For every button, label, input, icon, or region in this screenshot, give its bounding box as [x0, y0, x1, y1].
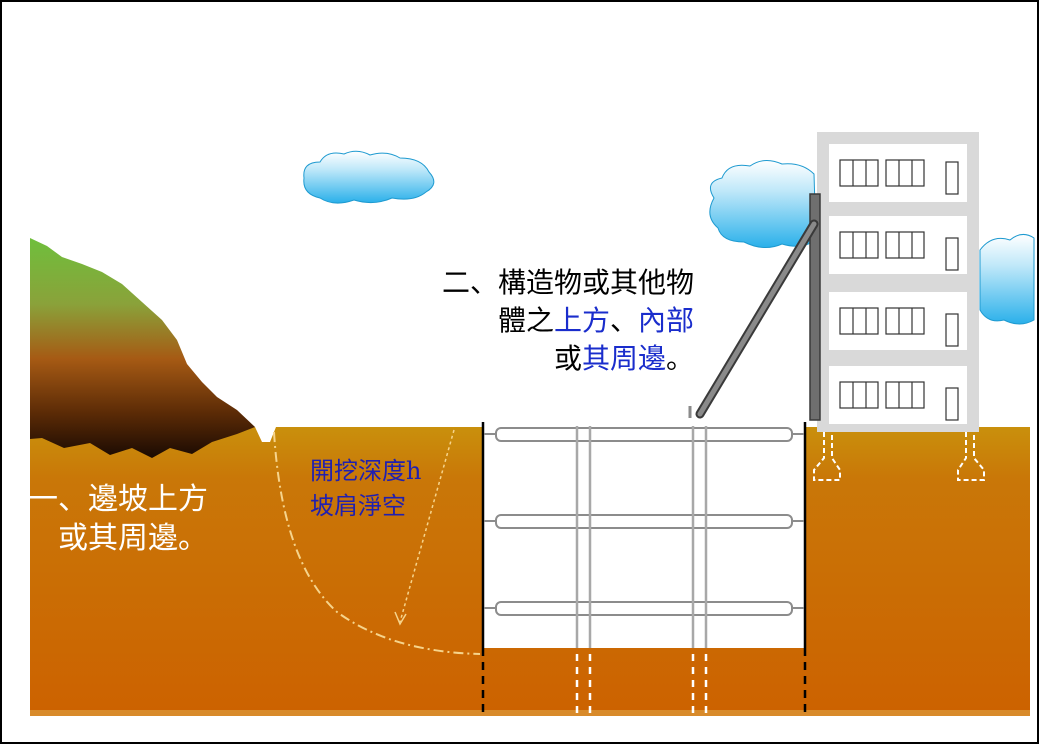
support-wall	[809, 193, 821, 421]
king-post-piles	[575, 654, 708, 714]
structure-label-line2: 體之上方、內部	[442, 302, 694, 340]
building-windows	[839, 159, 959, 421]
building-footings	[813, 432, 985, 481]
depth-label-line1: 開挖深度h	[310, 457, 422, 485]
structure-label-line1: 二、構造物或其他物	[442, 266, 695, 299]
cloud-right	[979, 234, 1035, 325]
structure-text-above: 上方	[553, 303, 610, 337]
depth-label-line2: 坡肩淨空	[310, 491, 406, 520]
structure-text-body: 體之	[497, 303, 554, 337]
inclined-brace	[688, 219, 819, 419]
cloud-left	[303, 150, 435, 204]
slope-label-line1: 一、邊坡上方	[28, 482, 208, 517]
slope-hill	[30, 238, 255, 458]
slope-label-line2: 或其周邊。	[58, 521, 208, 556]
depth-label: 開挖深度h 坡肩淨空	[310, 454, 421, 524]
structure-text-inside: 內部	[638, 303, 695, 337]
structure-text-comma: 、	[609, 303, 638, 337]
structure-text-or: 或	[553, 341, 582, 375]
cloud-middle	[709, 160, 817, 248]
slope-label: 一、邊坡上方 或其周邊。	[28, 480, 208, 558]
failure-arc	[273, 431, 481, 655]
depth-arrow	[394, 429, 455, 626]
structure-label-line3: 或其周邊。	[442, 340, 694, 378]
structure-label: 二、構造物或其他物 體之上方、內部 或其周邊。	[442, 264, 694, 377]
structure-text-surround: 其周邊	[581, 341, 666, 375]
bracing-struts	[484, 427, 804, 616]
king-posts	[575, 426, 708, 648]
structure-text-period: 。	[666, 341, 695, 375]
